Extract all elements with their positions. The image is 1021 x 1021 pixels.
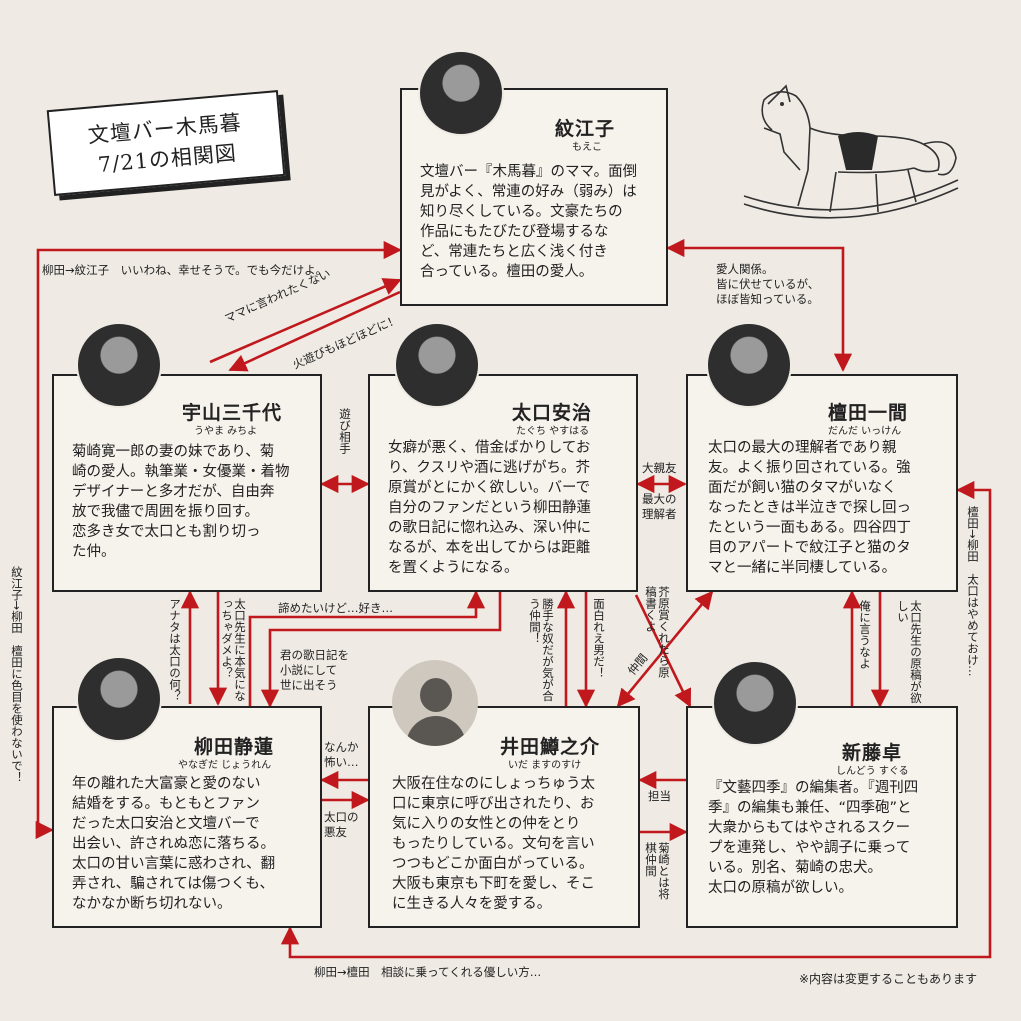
relation-label: 面白れえ男だ！ <box>592 598 606 679</box>
character-box-taguchi: 太口安治 たぐち やすはる 女癖が悪く、借金ばかりしてお り、クスリや酒に逃げが… <box>368 374 638 592</box>
line-moeko-yanagida <box>35 240 402 840</box>
uyama-portrait <box>76 322 162 408</box>
character-description: 女癖が悪く、借金ばかりしてお り、クスリや酒に逃げがち。芥 原賞がとにかく欲しい… <box>388 440 591 576</box>
character-name: 井田鱒之介 <box>500 736 601 758</box>
character-box-yanagida: 柳田静蓮 やなぎだ じょうれん 年の離れた大富豪と愛のない 結婚をする。もともと… <box>52 706 322 928</box>
character-name: 檀田一間 <box>828 402 909 424</box>
relation-label: 芥原賞くれたら原稿書くよ <box>644 586 671 678</box>
disclaimer-note: ※内容は変更することもあります <box>798 972 977 986</box>
relation-label: 最大の 理解者 <box>642 492 677 521</box>
character-name: 宇山三千代 <box>182 402 283 424</box>
ida-portrait-placeholder-icon <box>392 660 478 746</box>
relation-label: アナタは太口の何？ <box>168 598 182 702</box>
character-reading: やなぎだ じょうれん <box>178 760 272 771</box>
relation-label: 太口の 悪友 <box>324 810 359 839</box>
relation-label: 勝手な奴だが気が合う仲間！ <box>528 598 555 702</box>
danda-portrait <box>706 322 792 408</box>
character-description: 『文藝四季』の編集者。『週刊四 季』の編集も兼任、“四季砲”と 大衆からもてはや… <box>708 780 919 896</box>
relation-label: 愛人関係。 皆に伏せているが、 ほぼ皆知っている。 <box>716 262 820 306</box>
character-reading: たぐち やすはる <box>516 426 590 437</box>
relation-label: 大親友 <box>642 461 677 475</box>
character-reading: うやま みちよ <box>194 426 258 437</box>
line-moeko-danda <box>666 238 853 372</box>
moeko-portrait <box>418 50 504 136</box>
relation-label: 太口先生の原稿が欲しい <box>896 600 923 704</box>
relation-label: 菊崎とは将棋仲間 <box>644 842 671 900</box>
relation-label: 担当 <box>648 789 671 803</box>
relation-label: 遊び相手 <box>338 408 352 454</box>
character-reading: もえこ <box>572 142 602 153</box>
relation-label: 君の歌日記を 小説にして 世に出そう <box>280 648 349 692</box>
character-reading: いだ ますのすけ <box>508 760 582 771</box>
line-uyama-moeko-1 <box>209 278 402 364</box>
character-box-shindo: 新藤卓 しんどう すぐる 『文藝四季』の編集者。『週刊四 季』の編集も兼任、“四… <box>686 706 958 928</box>
shindo-portrait <box>712 660 798 746</box>
character-name: 紋江子 <box>555 118 616 140</box>
character-box-danda: 檀田一間 だんだ いっけん 太口の最大の理解者であり親 友。よく振り回されている… <box>686 374 958 592</box>
character-description: 太口の最大の理解者であり親 友。よく振り回されている。強 面だが飼い猫のタマがい… <box>708 440 911 576</box>
character-name: 柳田静蓮 <box>194 736 275 758</box>
character-name: 新藤卓 <box>842 742 903 764</box>
character-description: 文壇バー『木馬暮』のママ。面倒 見がよく、常連の好み（弱み）は 知り尽くしている… <box>420 164 638 280</box>
character-description: 大阪在住なのにしょっちゅう太 口に東京に呼び出されたり、お 気に入りの女性との仲… <box>392 776 595 912</box>
character-reading: しんどう すぐる <box>836 766 909 777</box>
relation-label: 諦めたいけど…好き… <box>278 601 393 615</box>
relation-label: 柳田→紋江子 いいわね、幸せそうで。でも今だけよ。 <box>42 263 328 277</box>
character-reading: だんだ いっけん <box>828 426 902 437</box>
rocking-horse-illustration <box>743 84 959 219</box>
relation-label: 紋江子→柳田 檀田に色目を使わないで！ <box>10 566 24 783</box>
relation-label: 柳田→檀田 相談に乗ってくれる優しい方… <box>314 965 542 979</box>
relation-label: 檀田→柳田 太口はやめておけ… <box>966 506 980 677</box>
character-box-uyama: 宇山三千代 うやま みちよ 菊崎寛一郎の妻の妹であり、菊 崎の愛人。執筆業・女優… <box>52 374 322 592</box>
relation-label: なんか 怖い… <box>324 740 359 769</box>
line-moeko-uyama-2 <box>228 290 401 372</box>
line-danda-yanagida-loop <box>280 480 992 959</box>
relation-label: 俺に言うなよ <box>858 600 872 669</box>
character-description: 菊崎寛一郎の妻の妹であり、菊 崎の愛人。執筆業・女優業・着物 デザイナーと多才だ… <box>72 444 290 560</box>
yanagida-portrait <box>76 656 162 742</box>
relation-label: 太口先生に本気になっちゃダメよ？ <box>220 598 247 702</box>
taguchi-portrait <box>394 322 480 408</box>
character-description: 年の離れた大富豪と愛のない 結婚をする。もともとファン だった太口安治と文壇バー… <box>72 776 276 912</box>
character-name: 太口安治 <box>512 402 593 424</box>
